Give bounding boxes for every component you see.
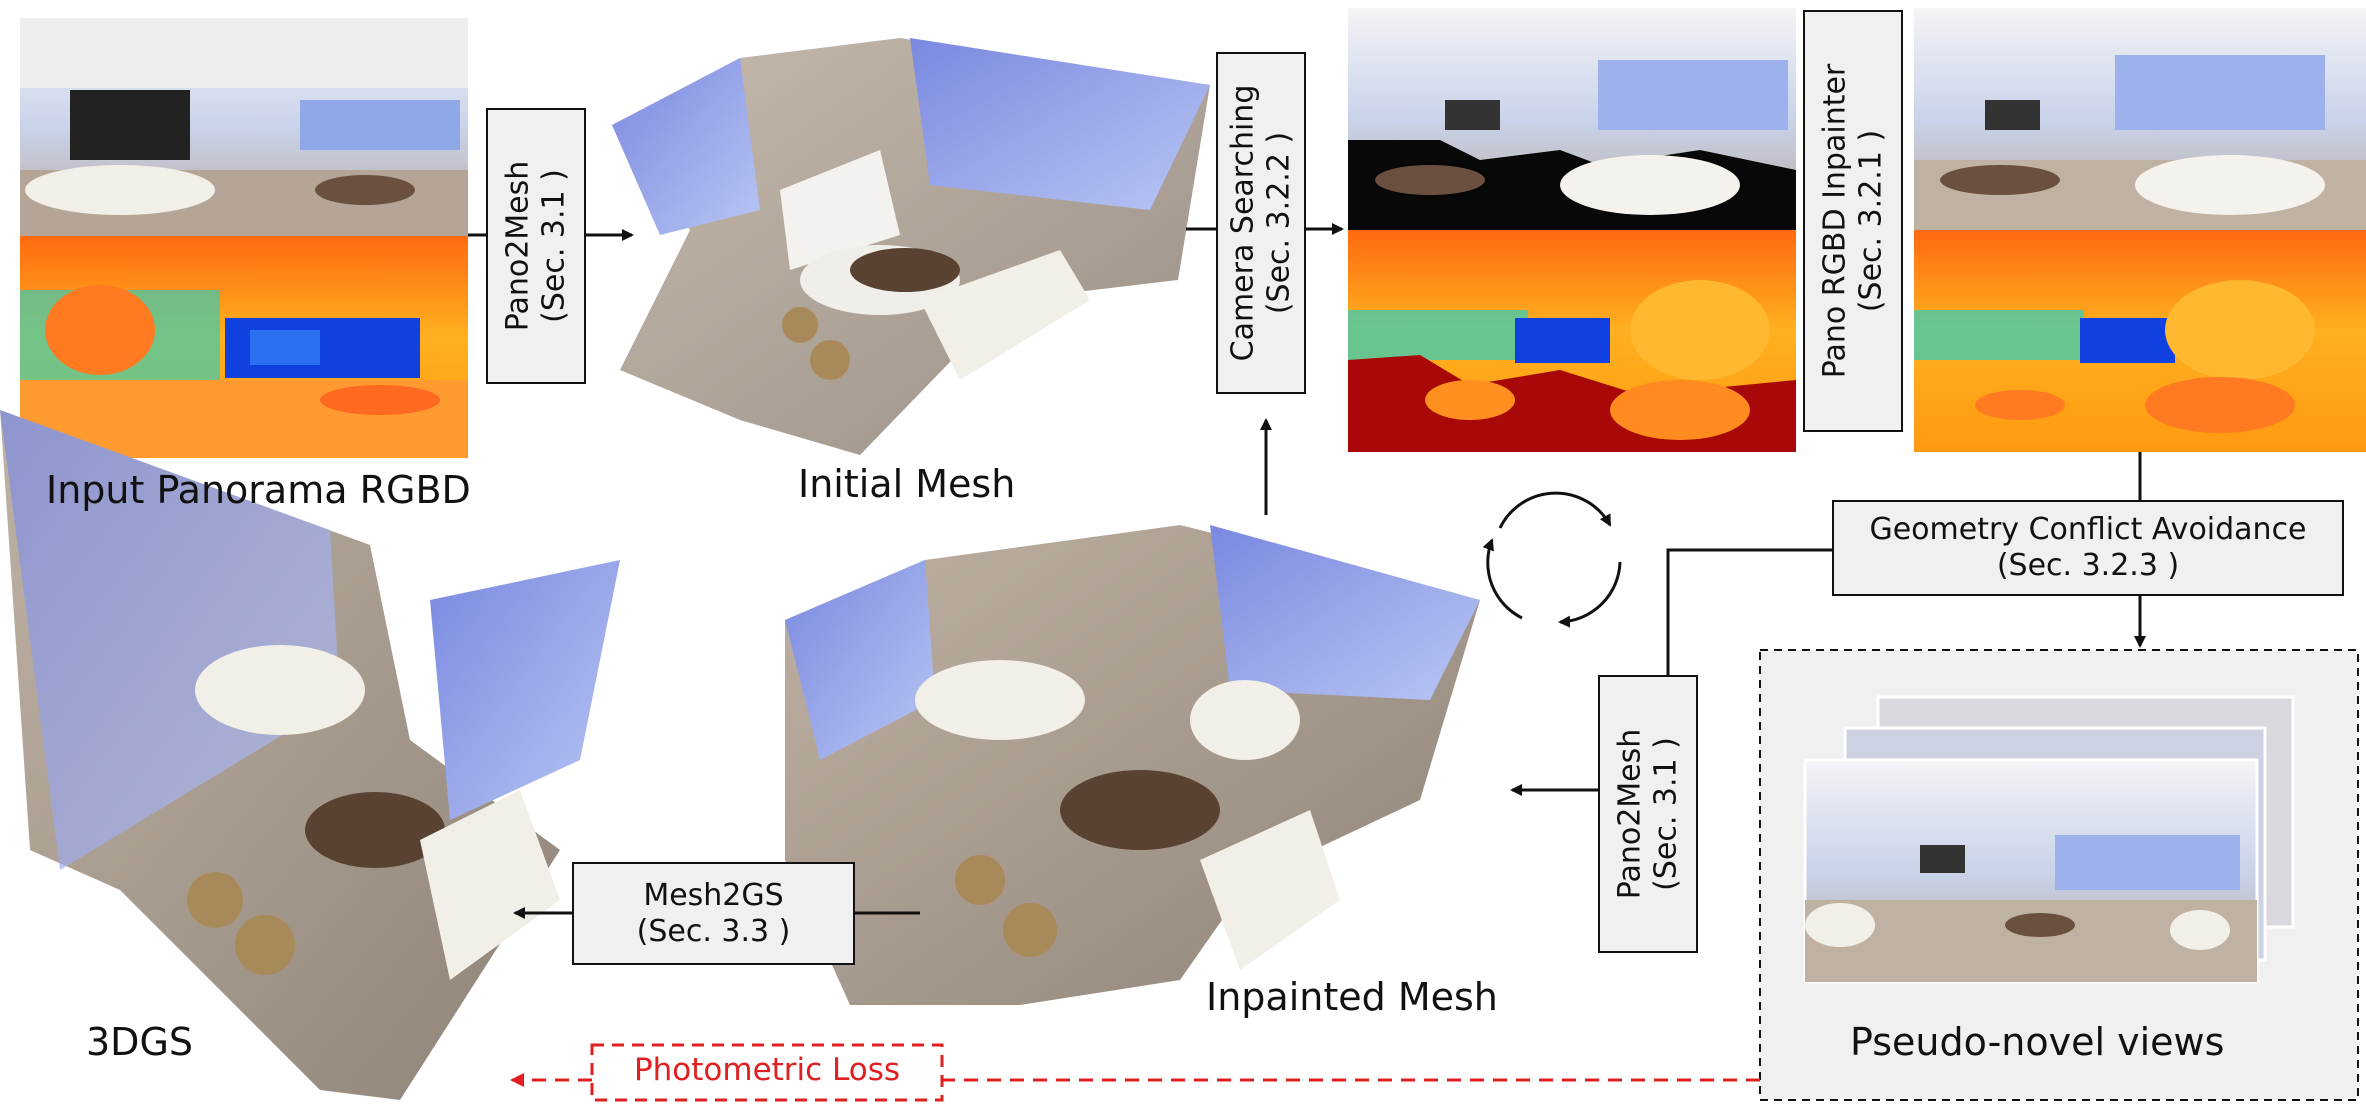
pano2mesh-bottom-title: Pano2Mesh	[1612, 728, 1648, 900]
pano-rgbd-inpainter-title: Pano RGBD Inpainter	[1817, 63, 1852, 379]
inpainted-panorama-rgb	[1914, 8, 2366, 230]
geometry-conflict-box: Geometry Conflict Avoidance (Sec. 3.2.3 …	[1832, 500, 2344, 596]
pseudo-novel-views-label: Pseudo-novel views	[1850, 1020, 2225, 1064]
masked-panorama-rgb	[1348, 8, 1796, 230]
camera-searching-box: Camera Searching (Sec. 3.2.2 )	[1216, 52, 1306, 394]
mesh2gs-box: Mesh2GS (Sec. 3.3 )	[572, 862, 855, 965]
input-panorama-rgb	[20, 18, 468, 236]
photometric-loss-box	[590, 1043, 944, 1102]
pano2mesh-top-sec: (Sec. 3.1 )	[536, 169, 572, 323]
mesh2gs-sec: (Sec. 3.3 )	[636, 913, 791, 949]
connector-conflict-to-pano2mesh	[1666, 548, 1832, 675]
masked-panorama-depth	[1348, 230, 1796, 452]
inpainted-mesh-render	[785, 525, 1480, 1005]
pseudo-novel-views-stack	[1803, 695, 2295, 984]
pano2mesh-bottom-sec: (Sec. 3.1 )	[1648, 737, 1684, 891]
gs3d-render	[0, 410, 620, 1100]
pano2mesh-top-title: Pano2Mesh	[500, 160, 536, 332]
pano-rgbd-inpainter-sec: (Sec. 3.2.1 )	[1853, 129, 1888, 313]
pano2mesh-box-bottom: Pano2Mesh (Sec. 3.1 )	[1598, 675, 1698, 953]
initial-mesh-render	[612, 38, 1210, 455]
initial-mesh-label: Initial Mesh	[798, 462, 1016, 506]
cycle-icon	[1482, 491, 1622, 628]
mesh2gs-title: Mesh2GS	[643, 877, 784, 913]
pano2mesh-box-top: Pano2Mesh (Sec. 3.1 )	[486, 108, 586, 384]
gs3d-label: 3DGS	[86, 1020, 194, 1064]
geometry-conflict-sec: (Sec. 3.2.3 )	[1996, 548, 2180, 583]
input-panorama-depth	[20, 236, 468, 458]
inpainted-mesh-label: Inpainted Mesh	[1206, 975, 1498, 1019]
pano-rgbd-inpainter-box: Pano RGBD Inpainter (Sec. 3.2.1 )	[1803, 10, 1903, 432]
camera-searching-title: Camera Searching	[1225, 84, 1261, 362]
photometric-loss-text: Photometric Loss	[633, 1052, 901, 1088]
camera-searching-sec: (Sec. 3.2.2 )	[1261, 131, 1297, 315]
inpainted-panorama-depth	[1914, 230, 2366, 452]
geometry-conflict-title: Geometry Conflict Avoidance	[1869, 512, 2307, 547]
input-panorama-label: Input Panorama RGBD	[46, 468, 471, 512]
